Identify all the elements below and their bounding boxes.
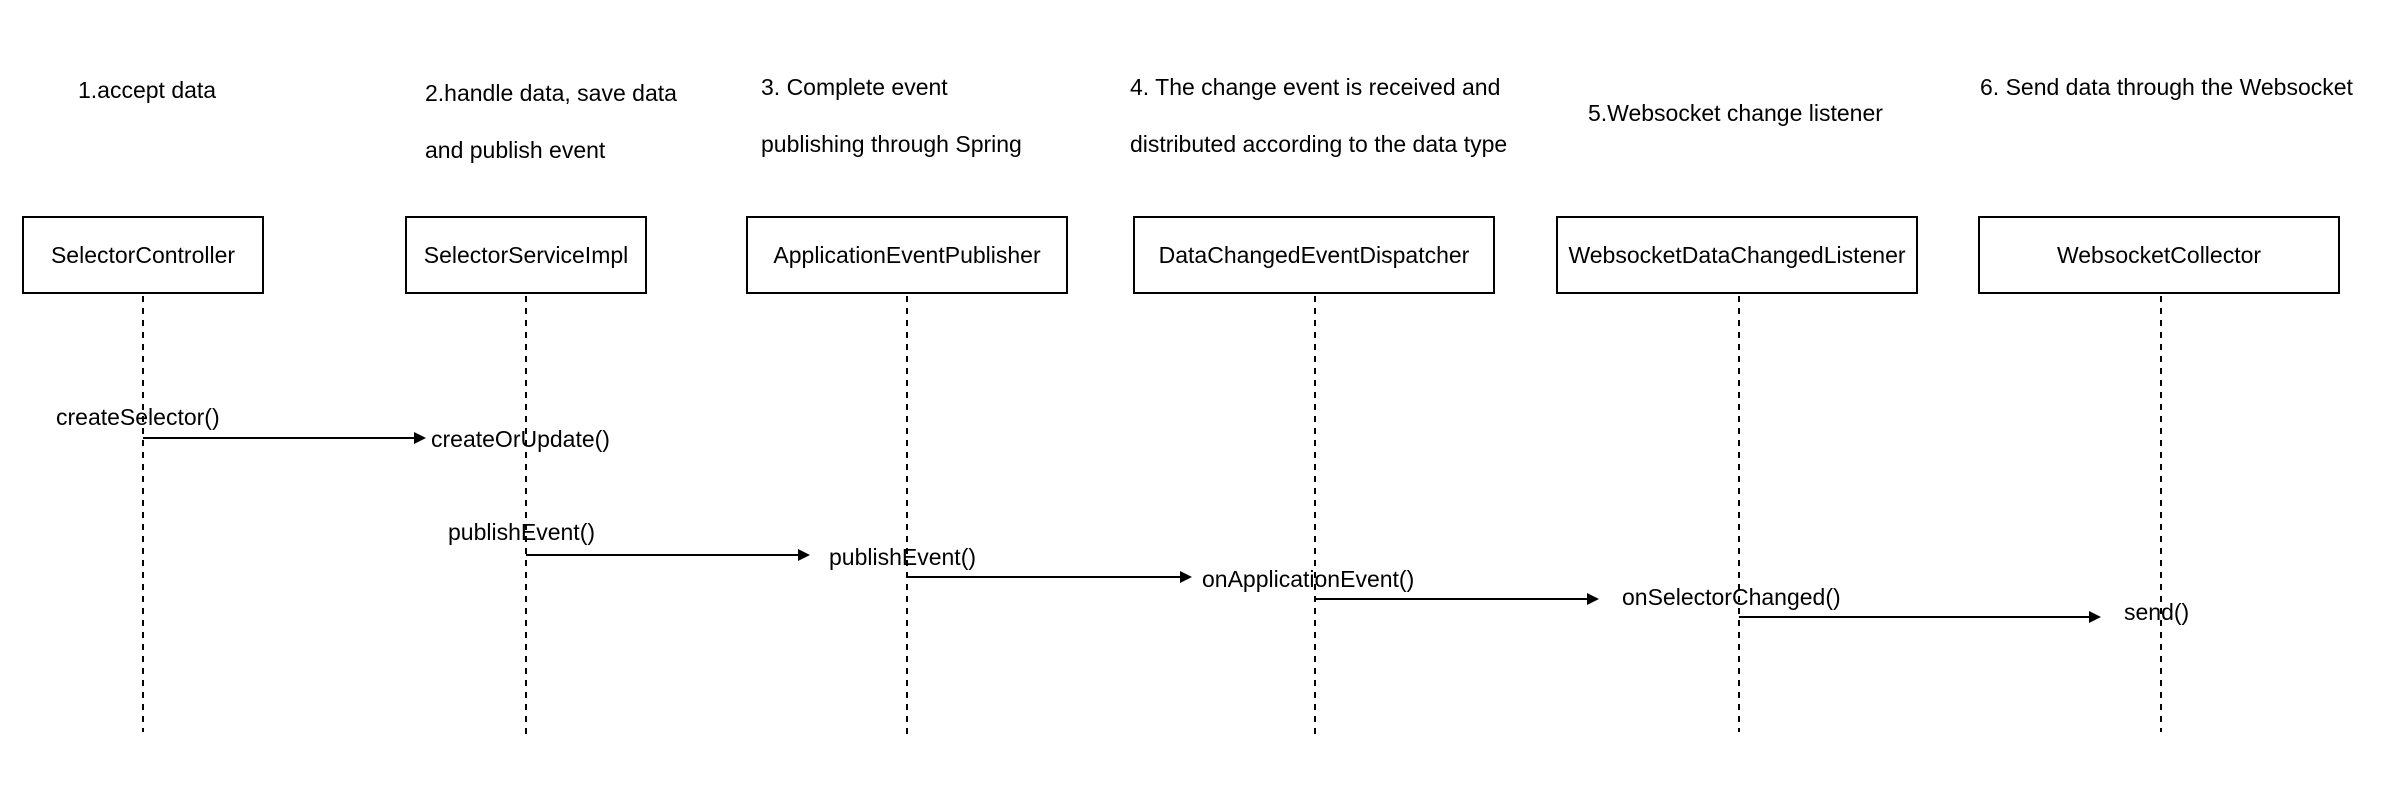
step-5-line-1: 5.Websocket change listener bbox=[1588, 100, 1883, 126]
participant-application-event-publisher: ApplicationEventPublisher bbox=[746, 216, 1068, 294]
step-2-line-2: and publish event bbox=[425, 137, 606, 163]
message-label-on-selector-changed: onSelectorChanged() bbox=[1622, 584, 1841, 610]
participant-label: WebsocketCollector bbox=[2056, 241, 2262, 268]
participant-label: SelectorServiceImpl bbox=[423, 241, 629, 268]
step-3-label: 3. Complete event publishing through Spr… bbox=[761, 59, 1022, 173]
step-2-label: 2.handle data, save data and publish eve… bbox=[425, 65, 677, 179]
step-3-line-2: publishing through Spring bbox=[761, 131, 1022, 157]
participant-label: SelectorController bbox=[50, 241, 236, 268]
message-label-publish-event-1: publishEvent() bbox=[448, 519, 596, 545]
participant-label: ApplicationEventPublisher bbox=[773, 241, 1041, 268]
participant-selector-controller: SelectorController bbox=[22, 216, 264, 294]
participant-websocket-data-changed-listener: WebsocketDataChangedListener bbox=[1556, 216, 1918, 294]
step-3-line-1: 3. Complete event bbox=[761, 74, 948, 100]
message-label-send: send() bbox=[2124, 599, 2190, 625]
step-4-line-1: 4. The change event is received and bbox=[1130, 74, 1501, 100]
participant-data-changed-event-dispatcher: DataChangedEventDispatcher bbox=[1133, 216, 1495, 294]
step-6-line-1: 6. Send data through the Websocket bbox=[1980, 74, 2353, 100]
step-1-line-1: 1.accept data bbox=[78, 77, 217, 103]
participant-label: DataChangedEventDispatcher bbox=[1158, 241, 1470, 268]
message-label-create-selector: createSelector() bbox=[56, 404, 220, 430]
step-2-line-1: 2.handle data, save data bbox=[425, 80, 677, 106]
participant-websocket-collector: WebsocketCollector bbox=[1978, 216, 2340, 294]
step-1-label: 1.accept data bbox=[78, 62, 216, 119]
message-label-publish-event-2: publishEvent() bbox=[829, 544, 977, 570]
step-6-label: 6. Send data through the Websocket bbox=[1980, 59, 2353, 116]
message-label-create-or-update: createOrUpdate() bbox=[431, 426, 610, 452]
step-5-label: 5.Websocket change listener bbox=[1588, 85, 1883, 142]
participant-label: WebsocketDataChangedListener bbox=[1568, 241, 1906, 268]
message-label-on-application-event: onApplicationEvent() bbox=[1202, 566, 1415, 592]
step-4-line-2: distributed according to the data type bbox=[1130, 131, 1508, 157]
participant-selector-service-impl: SelectorServiceImpl bbox=[405, 216, 647, 294]
step-4-label: 4. The change event is received and dist… bbox=[1130, 59, 1507, 173]
